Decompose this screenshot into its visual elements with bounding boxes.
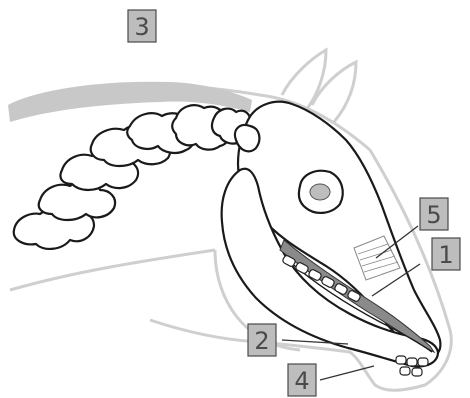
cervical-vertebrae: [14, 105, 251, 249]
callout-2: 2: [248, 324, 276, 356]
callout-4: 4: [288, 364, 316, 396]
callout-3: 3: [128, 10, 156, 42]
callout-4-text: 4: [294, 367, 309, 395]
callout-1: 1: [432, 238, 460, 270]
callout-3-text: 3: [134, 13, 149, 41]
callout-1-text: 1: [438, 241, 453, 269]
callout-2-text: 2: [254, 327, 269, 355]
callout-5-text: 5: [426, 201, 441, 229]
incisors: [396, 356, 428, 376]
callout-5: 5: [420, 198, 448, 230]
